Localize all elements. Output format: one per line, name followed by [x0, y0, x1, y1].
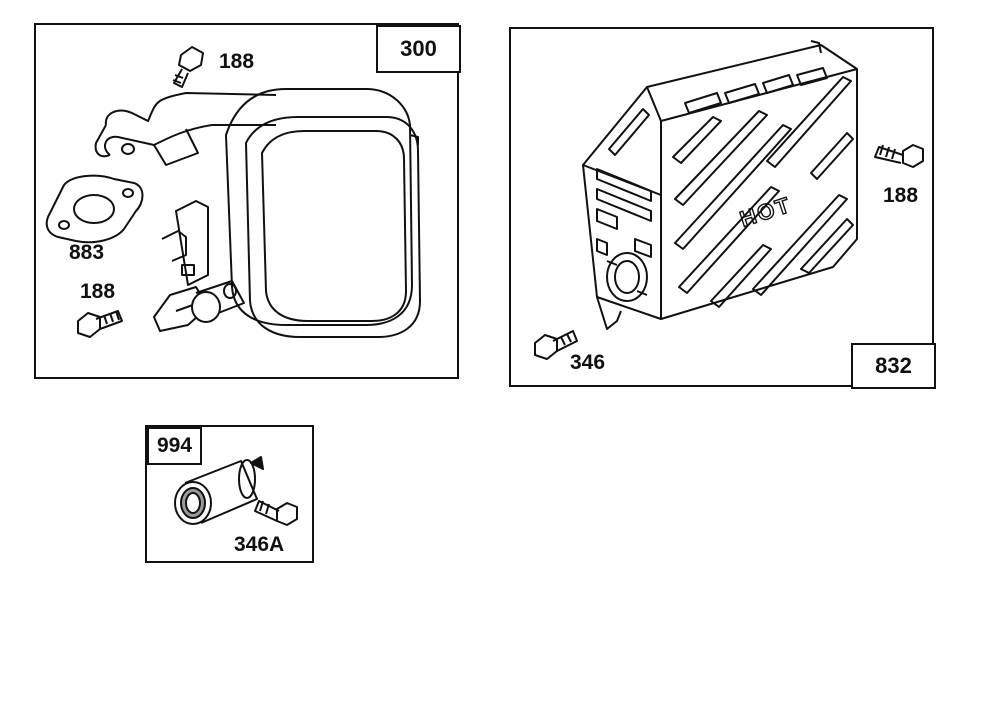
guard-illustration: HOT — [534, 40, 924, 360]
muffler-panel: 300 188 883 188 — [34, 23, 461, 379]
screw-icon — [254, 500, 298, 526]
part-reference-tag: 300 — [376, 25, 461, 73]
muffler-body — [225, 88, 421, 338]
gasket — [45, 174, 144, 244]
arrestor-panel: 994 346A — [145, 425, 314, 563]
callout-gasket: 883 — [69, 241, 105, 264]
callout-top-screw: 188 — [219, 50, 255, 73]
muffler-illustration — [45, 46, 421, 338]
guard-hot-text: HOT — [737, 192, 795, 232]
part-reference-tag: 832 — [851, 343, 936, 389]
callout-screw: 346A — [234, 533, 285, 556]
arrestor-illustration — [174, 456, 298, 526]
exhaust-pipe — [94, 92, 277, 166]
mounting-bracket — [153, 200, 209, 332]
callout-left-screw: 346 — [570, 351, 606, 374]
callout-right-screw: 188 — [883, 184, 919, 207]
callout-bottom-screw: 188 — [80, 280, 116, 303]
part-reference-tag: 994 — [147, 427, 202, 465]
spark-arrestor — [174, 456, 264, 525]
screw-icon — [77, 310, 123, 338]
guard-panel: HOT 832 188 346 — [509, 27, 936, 389]
screw-icon — [534, 330, 578, 360]
screw-icon — [874, 144, 924, 168]
screw-icon — [172, 46, 204, 88]
outlet-tube — [191, 280, 245, 323]
